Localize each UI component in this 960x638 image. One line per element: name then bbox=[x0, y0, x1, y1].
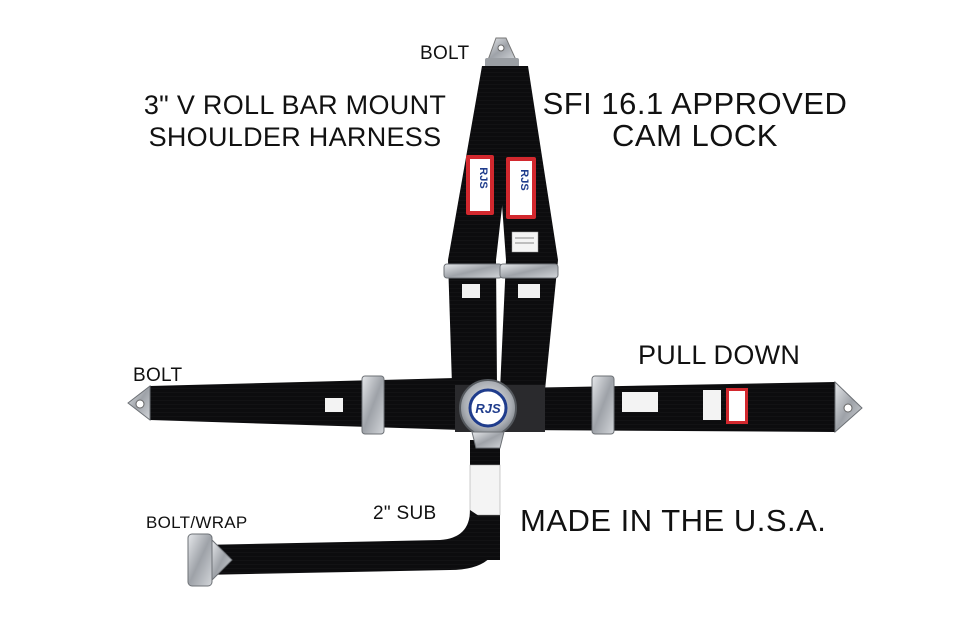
rjs-pad-right-logo: RJS bbox=[518, 169, 530, 190]
lap-belt-right bbox=[515, 375, 863, 435]
buckle-logo: RJS bbox=[475, 401, 501, 416]
cam-lock-buckle: RJS bbox=[455, 379, 545, 449]
label-mount-line1: 3" V ROLL BAR MOUNT bbox=[143, 90, 447, 120]
top-bolt-end-fitting bbox=[485, 37, 519, 68]
rjs-pad-left: RJS bbox=[466, 155, 494, 215]
label-mount-line2: SHOULDER HARNESS bbox=[148, 122, 442, 152]
rjs-pad-right: RJS bbox=[506, 157, 536, 219]
lap-belt-left bbox=[127, 375, 462, 435]
rjs-pad-left-logo: RJS bbox=[477, 167, 489, 188]
label-made-in-usa: MADE IN THE U.S.A. bbox=[520, 503, 827, 538]
sub-strap bbox=[187, 440, 501, 587]
label-approved-line1: SFI 16.1 APPROVED bbox=[542, 86, 848, 121]
label-approved-line2: CAM LOCK bbox=[612, 118, 778, 153]
label-bolt-top: BOLT bbox=[420, 43, 470, 64]
label-bolt-left: BOLT bbox=[133, 365, 183, 386]
label-sub-strap: 2" SUB bbox=[373, 503, 437, 524]
shoulder-strap-right bbox=[492, 66, 558, 390]
shoulder-adjusters bbox=[443, 263, 559, 298]
label-pull-down: PULL DOWN bbox=[638, 340, 801, 370]
sfi-tag-shoulder bbox=[511, 231, 539, 253]
label-bolt-wrap: BOLT/WRAP bbox=[146, 513, 248, 532]
